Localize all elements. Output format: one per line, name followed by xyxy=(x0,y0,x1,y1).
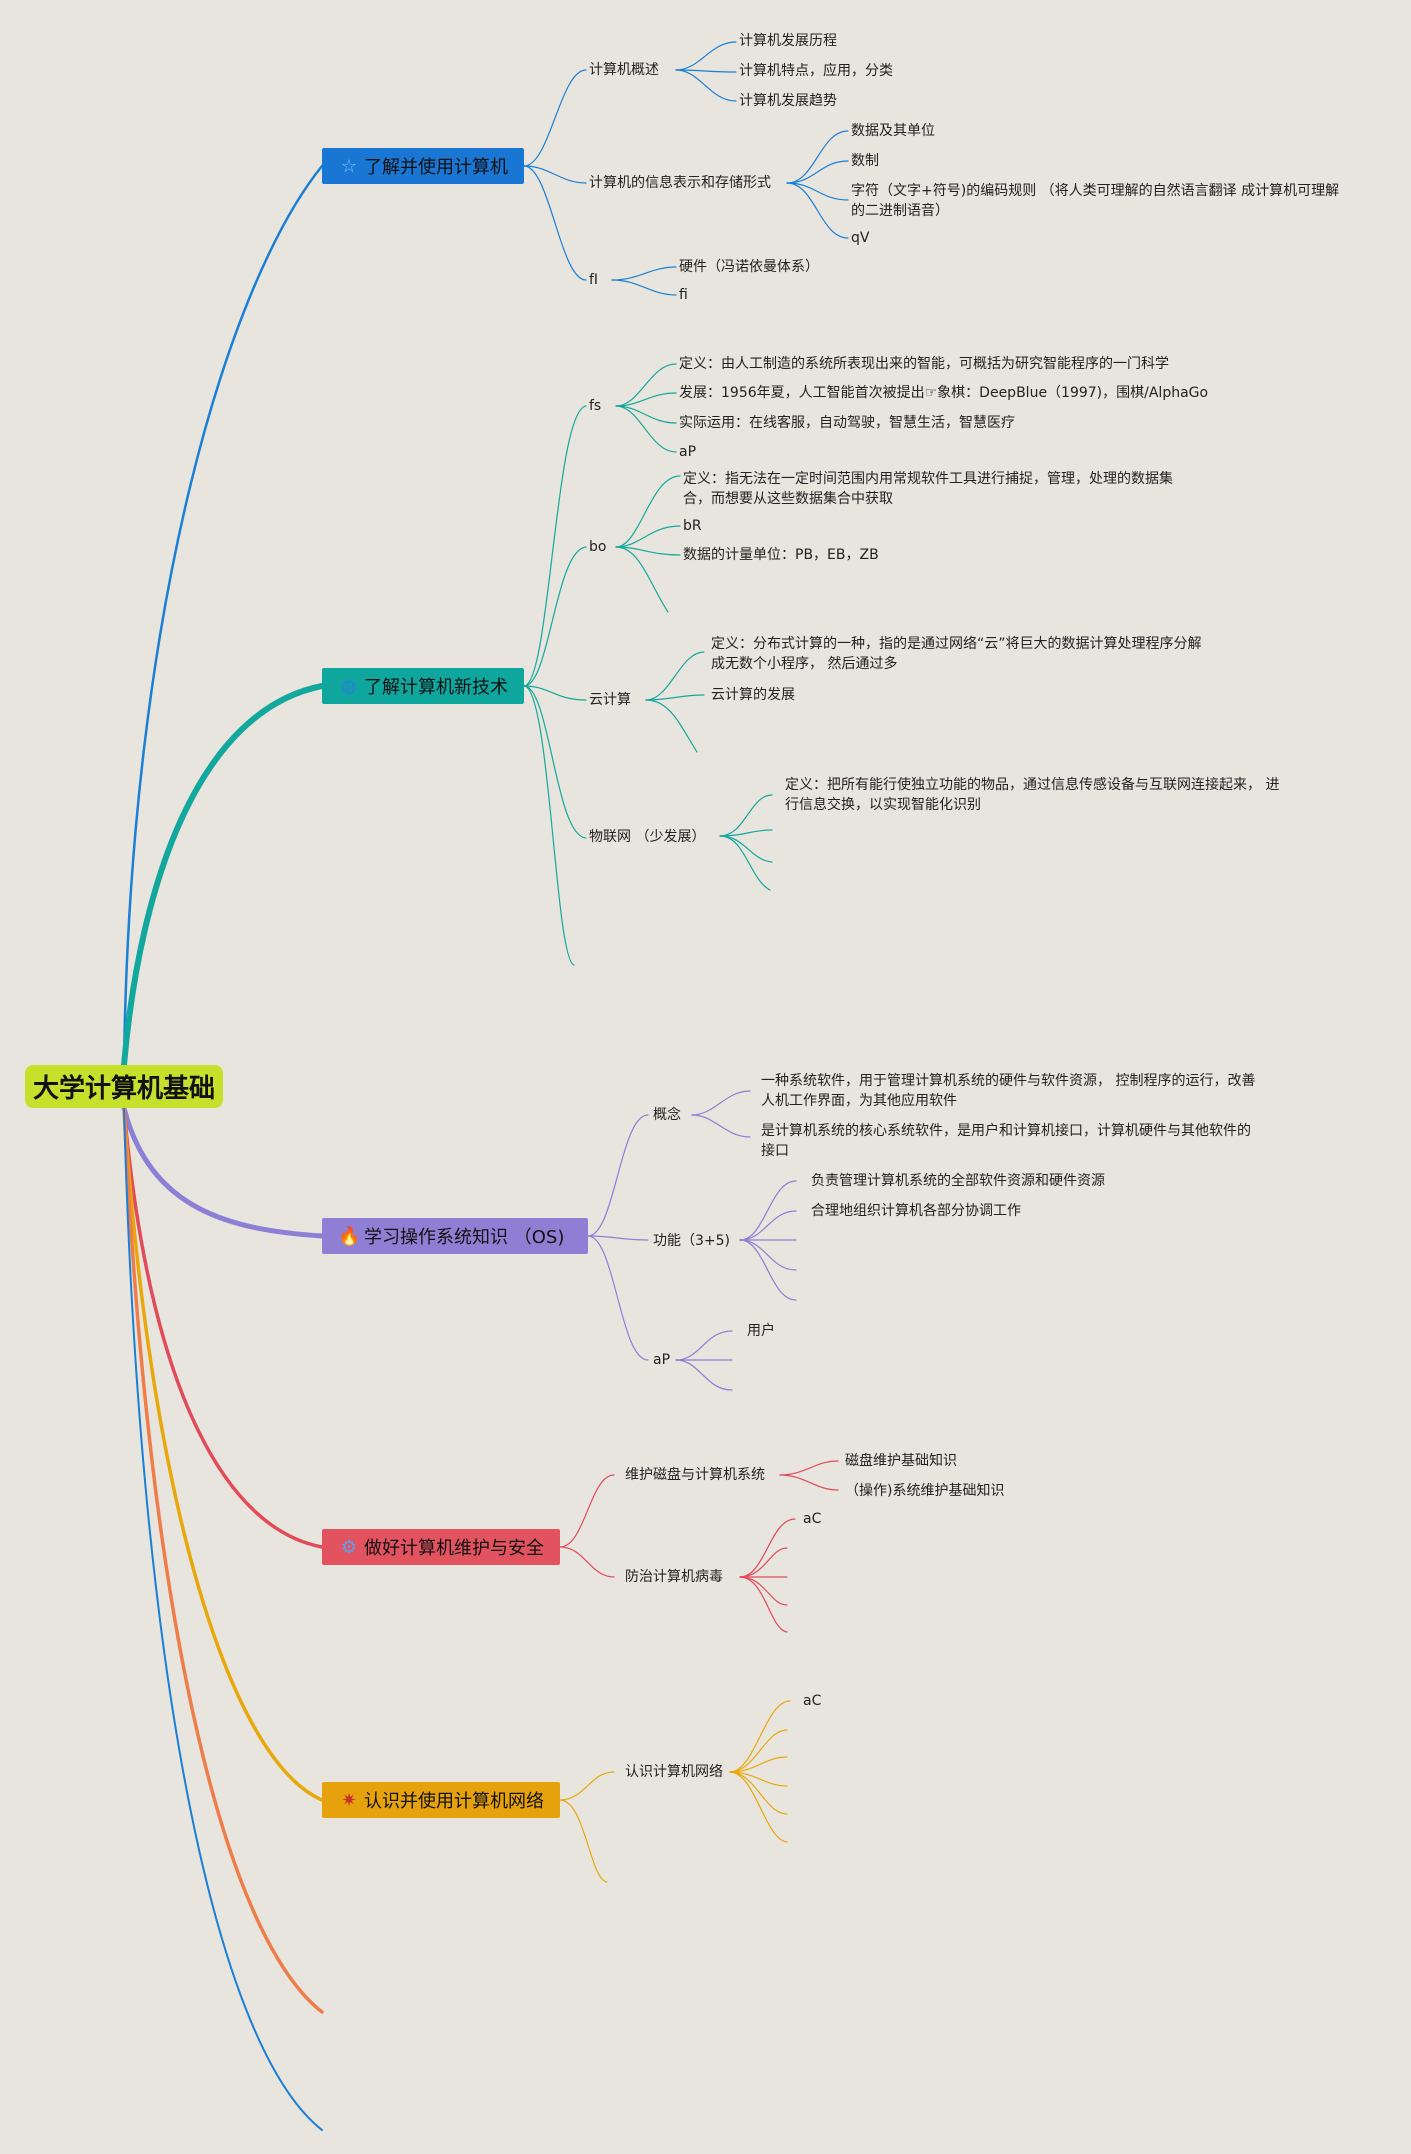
node-disk-item-2[interactable]: （操作)系统维护基础知识 xyxy=(845,1483,1005,1499)
gear-icon: ⚙ xyxy=(340,1536,358,1558)
node-ai-item-1[interactable]: 定义：由人工制造的系统所表现出来的智能，可概括为研究智能程序的一门科学 xyxy=(679,356,1169,372)
node-ai-item-4[interactable]: aP xyxy=(679,444,697,460)
node-network-item-1[interactable]: aC xyxy=(803,1693,822,1709)
connector-root-b1 xyxy=(122,164,324,1067)
node-cloud-item-1[interactable]: 定义：分布式计算的一种，指的是通过网络“云”将巨大的数据计算处理程序分解成无数个… xyxy=(711,636,1202,672)
node-network-intro[interactable]: 认识计算机网络 xyxy=(625,1764,723,1780)
node-fs[interactable]: fs xyxy=(589,398,602,414)
node-disk-item-1[interactable]: 磁盘维护基础知识 xyxy=(845,1453,957,1469)
node-info-item-2[interactable]: 数制 xyxy=(851,153,879,169)
node-info-representation[interactable]: 计算机的信息表示和存储形式 xyxy=(589,175,771,191)
connector-root-b2 xyxy=(121,683,325,1068)
node-bo[interactable]: bo xyxy=(589,539,607,555)
node-ap[interactable]: aP xyxy=(653,1352,671,1368)
node-function-item-1[interactable]: 负责管理计算机系统的全部软件资源和硬件资源 xyxy=(811,1173,1105,1189)
node-fi-item-1[interactable]: 硬件（冯诺依曼体系） xyxy=(679,259,819,275)
node-info-item-3[interactable]: 字符（文字+符号)的编码规则 （将人类可理解的自然语言翻译 成计算机可理解的二进… xyxy=(851,183,1340,219)
branch-label: 学习操作系统知识 （OS) xyxy=(364,1227,565,1248)
branch-maintenance[interactable]: ⚙ 做好计算机维护与安全 xyxy=(322,1529,560,1565)
node-cloud-computing[interactable]: 云计算 xyxy=(589,692,631,708)
connector-root-b4 xyxy=(122,1106,324,1549)
node-info-item-4[interactable]: qV xyxy=(851,230,870,246)
node-virus-prevention[interactable]: 防治计算机病毒 xyxy=(625,1569,723,1585)
branch-network[interactable]: ✷ 认识并使用计算机网络 xyxy=(322,1782,560,1818)
node-ai-item-2[interactable]: 发展：1956年夏，人工智能首次被提出☞象棋：DeepBlue（1997)，围棋… xyxy=(679,385,1209,401)
node-computer-overview[interactable]: 计算机概述 xyxy=(589,62,659,78)
branch-label: 认识并使用计算机网络 xyxy=(364,1791,544,1812)
node-disk-maintenance[interactable]: 维护磁盘与计算机系统 xyxy=(625,1467,765,1483)
branch-understand-computer[interactable]: ☆ 了解并使用计算机 xyxy=(322,148,524,184)
node-iot-item-1[interactable]: 定义：把所有能行使独立功能的物品，通过信息传感设备与互联网连接起来， 进行信息交… xyxy=(785,777,1280,813)
node-fi[interactable]: fI xyxy=(589,272,599,288)
node-iot[interactable]: 物联网 （少发展） xyxy=(589,829,706,845)
root-label: 大学计算机基础 xyxy=(32,1074,215,1104)
branch-label: 做好计算机维护与安全 xyxy=(364,1538,544,1559)
node-bigdata-item-3[interactable]: 数据的计量单位：PB，EB，ZB xyxy=(683,547,879,563)
globe-icon: ◍ xyxy=(341,675,357,697)
node-overview-item-2[interactable]: 计算机特点，应用，分类 xyxy=(739,63,893,79)
node-info-item-1[interactable]: 数据及其单位 xyxy=(851,123,935,139)
node-bigdata-item-1[interactable]: 定义：指无法在一定时间范围内用常规软件工具进行捕捉，管理，处理的数据集合，而想要… xyxy=(683,471,1173,507)
node-function-item-2[interactable]: 合理地组织计算机各部分协调工作 xyxy=(811,1203,1021,1219)
connector-root-blue-2 xyxy=(123,1107,323,2131)
node-concept-item-2[interactable]: 是计算机系统的核心系统软件，是用户和计算机接口，计算机硬件与其他软件的接口 xyxy=(761,1123,1251,1159)
branch-new-tech[interactable]: ◍ 了解计算机新技术 xyxy=(322,668,524,704)
branch-label: 了解并使用计算机 xyxy=(364,157,508,178)
node-overview-item-1[interactable]: 计算机发展历程 xyxy=(739,33,837,49)
connector-root-b5 xyxy=(122,1106,324,1802)
node-virus-item-1[interactable]: aC xyxy=(803,1511,822,1527)
node-fi-item-2[interactable]: fi xyxy=(679,287,688,303)
flame-icon: 🔥 xyxy=(338,1225,361,1247)
node-cloud-item-2[interactable]: 云计算的发展 xyxy=(711,687,795,703)
node-concept-item-1[interactable]: 一种系统软件，用于管理计算机系统的硬件与软件资源， 控制程序的运行，改善人机工作… xyxy=(761,1073,1256,1109)
star-icon: ☆ xyxy=(340,155,358,177)
node-ap-item-1[interactable]: 用户 xyxy=(747,1323,775,1339)
node-ai-item-3[interactable]: 实际运用：在线客服，自动驾驶，智慧生活，智慧医疗 xyxy=(679,415,1015,431)
node-os-function[interactable]: 功能（3+5) xyxy=(653,1233,731,1249)
branch-os[interactable]: 🔥 学习操作系统知识 （OS) xyxy=(322,1218,588,1254)
node-bigdata-item-2[interactable]: bR xyxy=(683,518,702,534)
node-os-concept[interactable]: 概念 xyxy=(653,1107,681,1123)
sparkle-icon: ✷ xyxy=(341,1789,357,1811)
branch-label: 了解计算机新技术 xyxy=(364,677,508,698)
root-node[interactable]: 大学计算机基础 xyxy=(25,1065,223,1108)
node-overview-item-3[interactable]: 计算机发展趋势 xyxy=(739,93,837,109)
connector-root-b3 xyxy=(121,1105,325,1239)
connector-root-orange xyxy=(122,1106,324,2014)
